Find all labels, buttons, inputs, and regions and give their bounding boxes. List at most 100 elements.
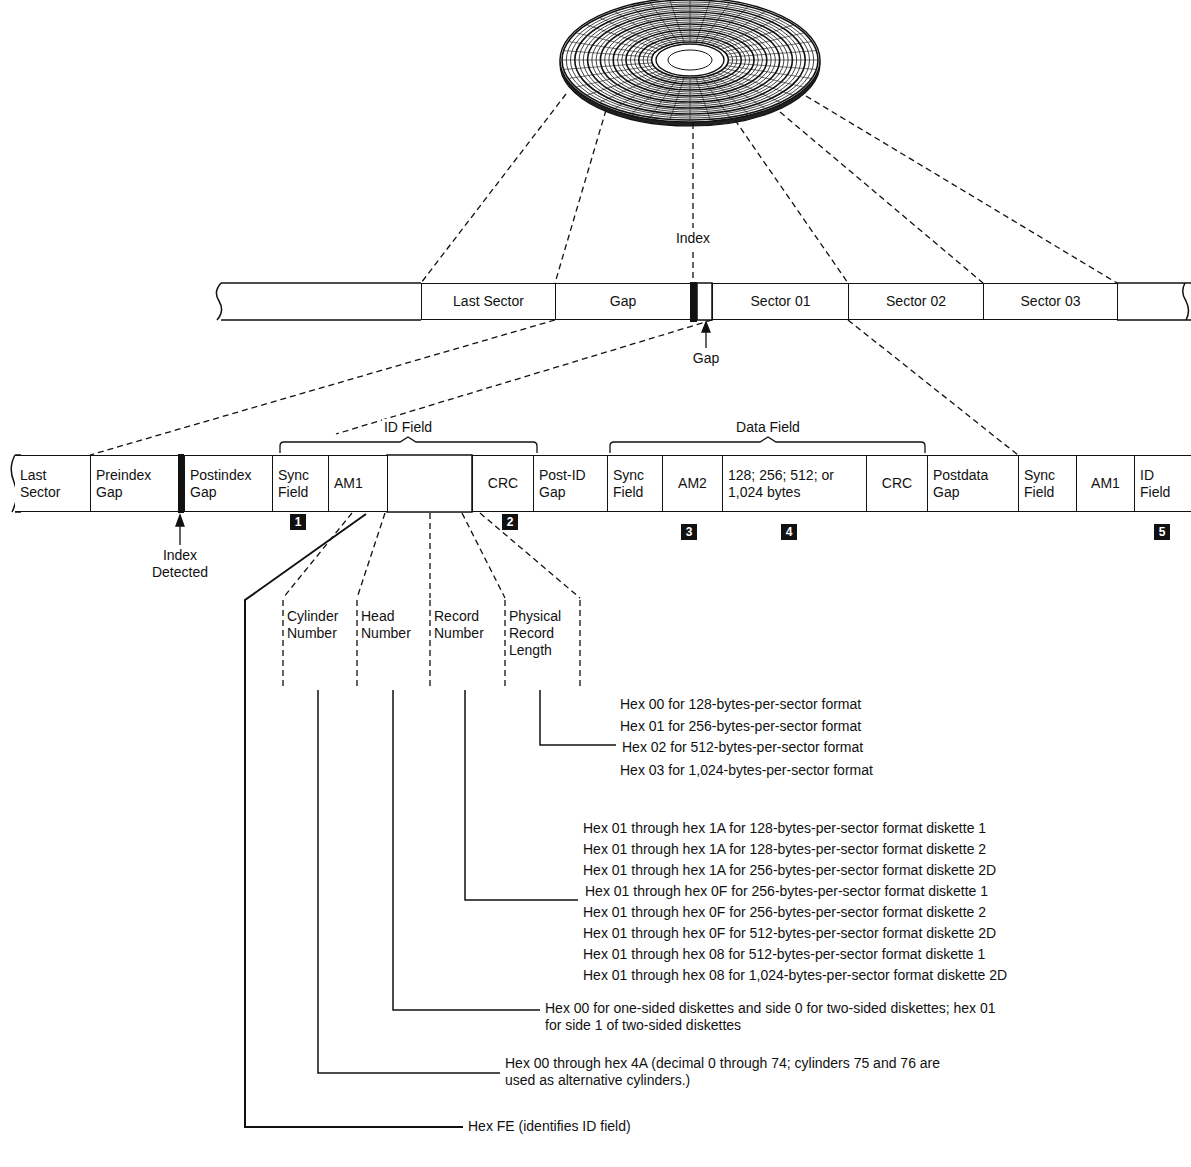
annotation-text: Hex 01 through hex 1A for 128-bytes-per-…: [583, 841, 986, 858]
field-name: Gap: [610, 293, 636, 309]
field-name: Last Sector: [453, 293, 524, 309]
disk-stroke: [728, 51, 817, 58]
diskette-illustration: [560, 0, 820, 126]
track-field-box: 128; 256; 512; or 1,024 bytes: [722, 455, 867, 512]
annotation-text: Hex FE (identifies ID field): [468, 1118, 631, 1135]
field-name: Preindex Gap: [96, 467, 175, 499]
disk-stroke: [707, 7, 748, 45]
field-name: Sector 02: [886, 293, 946, 309]
annotation-text: Hex 01 through hex 08 for 512-bytes-per-…: [583, 946, 985, 963]
disk-stroke: [668, 50, 712, 70]
field-name: Sector 01: [751, 293, 811, 309]
field-name: AM2: [678, 475, 707, 491]
disk-stroke: [562, 0, 818, 120]
field-name: Sync Field: [278, 467, 325, 499]
track-field-box: ID Field: [1134, 455, 1191, 512]
track-field-box: CRC: [866, 455, 928, 512]
annotation-text: Hex 01 through hex 08 for 1,024-bytes-pe…: [583, 967, 1007, 984]
disk-stroke: [562, 60, 652, 61]
annotation-text: Hex 02 for 512-bytes-per-sector format: [620, 739, 865, 756]
annotation-text: Physical Record Length: [509, 608, 577, 658]
field-name: Last Sector: [20, 467, 87, 499]
callout-number: 3: [681, 524, 697, 540]
annotation-text: Record Number: [434, 608, 502, 642]
track-field-box: Last Sector: [15, 455, 91, 512]
annotation-text: Index: [674, 230, 712, 247]
disk-stroke: [564, 63, 653, 70]
track-field-box: Sync Field: [1018, 455, 1077, 512]
field-name: Postindex Gap: [190, 467, 269, 499]
annotation-text: Hex 01 for 256-bytes-per-sector format: [620, 718, 861, 735]
field-name: AM1: [1091, 475, 1120, 491]
track-field-box: Preindex Gap: [90, 455, 179, 512]
track-field-box: Sync Field: [272, 455, 329, 512]
disk-stroke: [690, 0, 691, 42]
track-field-box: CRC: [472, 455, 534, 512]
track-field-box: AM2: [662, 455, 723, 512]
brackets: [280, 437, 925, 453]
field-name: CRC: [882, 475, 912, 491]
annotation-text: Gap: [693, 350, 719, 367]
disk-stroke: [690, 78, 691, 120]
annotation-text: Index Detected: [144, 547, 216, 581]
annotation-text: Hex 03 for 1,024-bytes-per-sector format: [620, 762, 873, 779]
disk-stroke: [632, 76, 673, 114]
callout-number: 5: [1154, 524, 1170, 540]
callout-number: 4: [781, 524, 797, 540]
field-name: Sync Field: [613, 467, 659, 499]
annotation-text: Cylinder Number: [287, 608, 355, 642]
annotation-text: Hex 01 through hex 0F for 512-bytes-per-…: [583, 925, 996, 942]
track-field-box: Post-ID Gap: [533, 455, 608, 512]
arrows: [176, 322, 710, 545]
disk-stroke: [652, 42, 729, 78]
disk-stroke: [650, 3, 678, 43]
disk-stroke: [576, 33, 656, 52]
field-name: Postdata Gap: [933, 467, 1015, 499]
disk-stroke: [568, 66, 654, 79]
annotation-text: Hex 00 through hex 4A (decimal 0 through…: [505, 1055, 965, 1089]
track-field-box: AM1: [328, 455, 388, 512]
track-field-box: Sector 03: [983, 283, 1118, 320]
field-name: Sync Field: [1024, 467, 1073, 499]
disk-stroke: [560, 0, 820, 122]
annotation-text: Hex 01 through hex 0F for 256-bytes-per-…: [583, 883, 990, 900]
disk-stroke: [702, 77, 730, 117]
field-name: Sector 03: [1021, 293, 1081, 309]
disk-stroke: [632, 7, 673, 45]
track-field-box: Postindex Gap: [184, 455, 273, 512]
field-name: AM1: [334, 475, 363, 491]
disk-stroke: [564, 51, 653, 58]
track-field-box: Sector 02: [848, 283, 984, 320]
annotation-text: Hex 01 through hex 0F for 256-bytes-per-…: [583, 904, 986, 921]
callout-number: 2: [502, 514, 518, 530]
disk-stroke: [726, 42, 812, 55]
strip-outline: [11, 282, 1191, 513]
leader-lines: [245, 514, 616, 1127]
disk-stroke: [724, 68, 804, 87]
track-field-box: AM1: [1076, 455, 1135, 512]
annotation-text: Hex 00 for 128-bytes-per-sector format: [620, 696, 861, 713]
annotation-text: ID Field: [382, 419, 434, 436]
track-field-box: Postdata Gap: [927, 455, 1019, 512]
track-field-box: Gap: [555, 283, 691, 320]
disk-stroke: [728, 63, 817, 70]
disk-stroke: [707, 76, 748, 114]
annotation-text: Head Number: [361, 608, 427, 642]
field-name: Post-ID Gap: [539, 467, 604, 499]
disk-stroke: [728, 60, 818, 61]
disk-stroke: [656, 44, 724, 76]
track-field-box: Sector 01: [712, 283, 849, 320]
field-name: CRC: [488, 475, 518, 491]
disk-stroke: [696, 78, 710, 120]
field-name: ID Field: [1140, 467, 1188, 499]
disk-stroke: [696, 1, 710, 43]
track-field-box: Sync Field: [607, 455, 663, 512]
annotation-text: Hex 00 for one-sided diskettes and side …: [545, 1000, 1015, 1034]
disk-stroke: [670, 1, 684, 43]
disk-stroke: [670, 78, 684, 120]
callout-number: 1: [290, 514, 306, 530]
annotation-text: Data Field: [734, 419, 802, 436]
annotation-text: Hex 01 through hex 1A for 128-bytes-per-…: [583, 820, 986, 837]
